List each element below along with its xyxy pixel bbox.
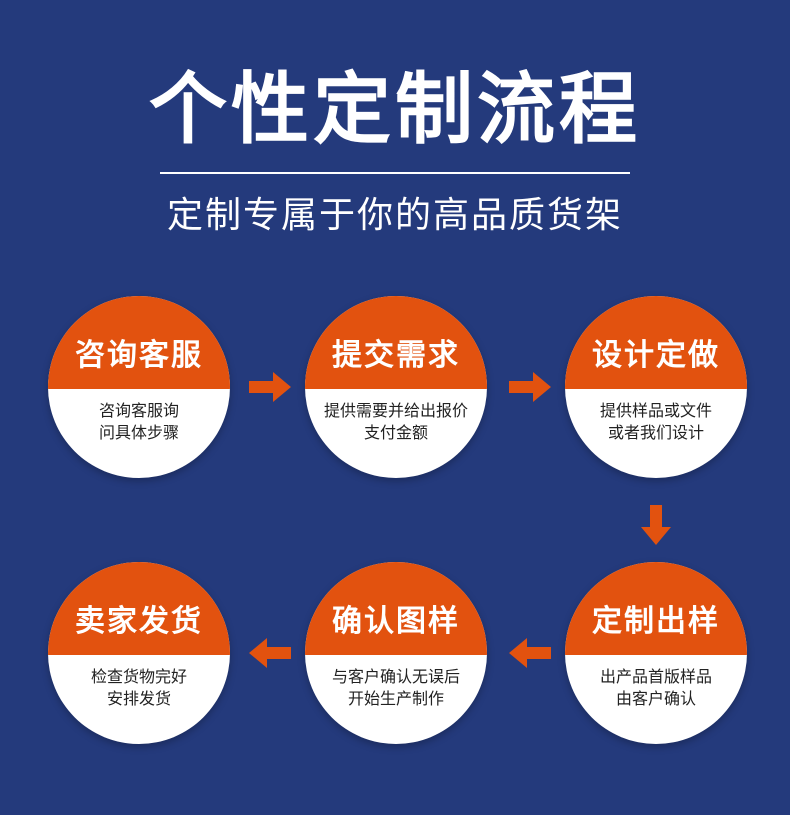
step-title: 提交需求 — [305, 296, 487, 389]
step-description-line: 提供需要并给出报价 — [323, 401, 468, 420]
step-description-line: 由客户确认 — [615, 689, 696, 708]
step-make-sample: 定制出样 出产品首版样品 由客户确认 — [565, 562, 747, 744]
step-description-line: 支付金额 — [363, 423, 428, 442]
step-description: 与客户确认无误后 开始生产制作 — [319, 666, 473, 710]
step-deal-shipping: 卖家发货 检查货物完好 安排发货 — [48, 562, 230, 744]
step-description-line: 检查货物完好 — [90, 667, 187, 686]
step-description: 检查货物完好 安排发货 — [62, 666, 216, 710]
page-title: 个性定制流程 — [148, 65, 641, 155]
title-divider — [160, 172, 630, 174]
step-description-line: 开始生产制作 — [347, 689, 444, 708]
step-description-line: 或者我们设计 — [607, 423, 704, 442]
arrow-left-icon — [249, 638, 291, 668]
step-title: 卖家发货 — [48, 562, 230, 655]
step-description-line: 咨询客服询 — [98, 401, 179, 420]
step-description-line: 问具体步骤 — [98, 423, 179, 442]
step-submit-request: 提交需求 提供需要并给出报价 支付金额 — [305, 296, 487, 478]
step-confirm-drawing: 确认图样 与客户确认无误后 开始生产制作 — [305, 562, 487, 744]
step-title: 确认图样 — [305, 562, 487, 655]
step-description-line: 安排发货 — [106, 689, 171, 708]
step-description: 出产品首版样品 由客户确认 — [579, 666, 733, 710]
step-description-line: 提供样品或文件 — [599, 401, 712, 420]
step-title: 设计定做 — [565, 296, 747, 389]
step-description: 咨询客服询 问具体步骤 — [62, 400, 216, 444]
step-description-line: 与客户确认无误后 — [331, 667, 460, 686]
step-consult: 咨询客服 咨询客服询 问具体步骤 — [48, 296, 230, 478]
page-subtitle: 定制专属于你的高品质货架 — [166, 195, 623, 236]
step-design: 设计定做 提供样品或文件 或者我们设计 — [565, 296, 747, 478]
step-description: 提供样品或文件 或者我们设计 — [579, 400, 733, 444]
step-description-line: 出产品首版样品 — [599, 667, 712, 686]
step-title: 咨询客服 — [48, 296, 230, 389]
arrow-left-icon — [509, 638, 551, 668]
arrow-right-icon — [509, 372, 551, 402]
step-title: 定制出样 — [565, 562, 747, 655]
arrow-down-icon — [641, 505, 671, 545]
step-description: 提供需要并给出报价 支付金额 — [319, 400, 473, 444]
arrow-right-icon — [249, 372, 291, 402]
